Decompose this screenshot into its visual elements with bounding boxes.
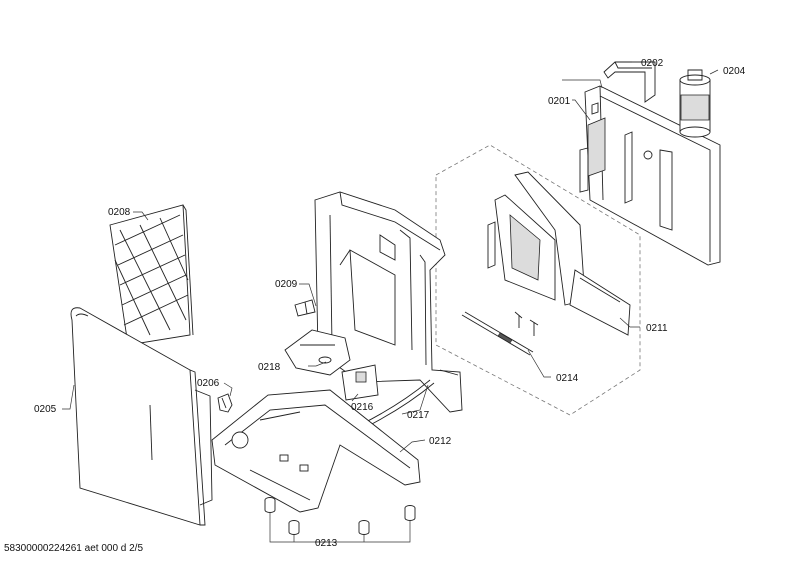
label-0206: 0206	[197, 378, 220, 389]
label-0208: 0208	[108, 207, 131, 218]
part-water-filter[interactable]	[679, 69, 711, 138]
part-side-cover-panel[interactable]	[70, 307, 213, 526]
label-0209: 0209	[275, 279, 298, 290]
label-0216: 0216	[351, 402, 374, 413]
part-valve-block[interactable]	[341, 364, 379, 401]
label-0217: 0217	[407, 410, 430, 421]
part-brew-unit-frame[interactable]	[487, 171, 631, 336]
part-number-labels: 0201 0202 0204 0205 0206 0208 0209 0211 …	[34, 58, 746, 549]
part-clip-bracket[interactable]	[217, 393, 233, 413]
part-main-frame-chassis[interactable]	[314, 191, 463, 413]
part-drip-tray-insert[interactable]	[284, 329, 351, 376]
part-small-bracket[interactable]	[294, 299, 316, 317]
leader-lines	[62, 61, 719, 543]
label-0213: 0213	[315, 538, 338, 549]
assembly-group-outline	[435, 144, 641, 416]
document-id-footer: 58300000224261 aet 000 d 2/5	[4, 543, 144, 554]
part-tank-handle[interactable]	[603, 61, 656, 103]
label-0204: 0204	[723, 66, 746, 77]
part-rod-and-pins[interactable]	[461, 311, 539, 356]
part-base-plate[interactable]	[211, 389, 421, 513]
label-0218: 0218	[258, 362, 281, 373]
label-0205: 0205	[34, 404, 57, 415]
label-0214: 0214	[556, 373, 579, 384]
label-0211: 0211	[646, 323, 668, 334]
part-drip-grille-panel[interactable]	[109, 204, 194, 346]
label-0212: 0212	[429, 436, 452, 447]
label-0202: 0202	[641, 58, 664, 69]
label-0201: 0201	[548, 96, 571, 107]
